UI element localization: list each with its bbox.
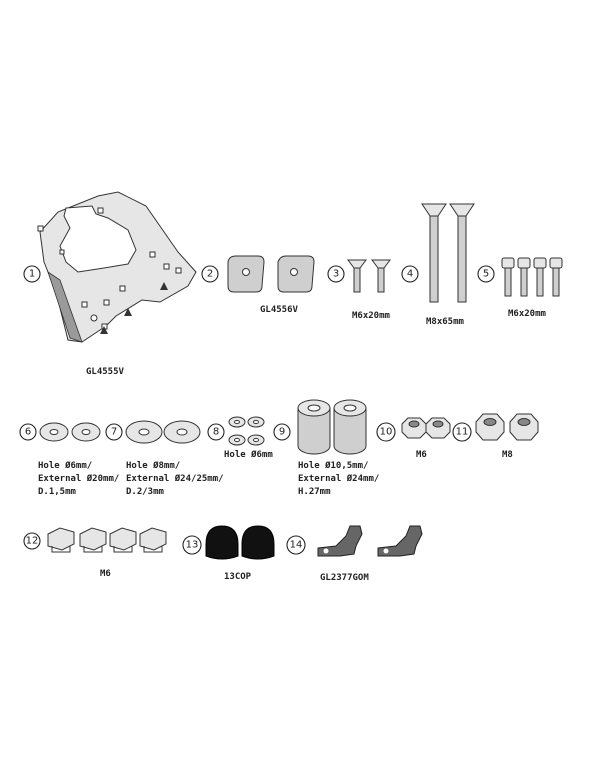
item-13-number: 13 [182, 535, 202, 555]
item-6-label-line-3: D.1,5mm [38, 487, 77, 497]
svg-text:6: 6 [25, 427, 31, 438]
item-3-label: M6x20mm [352, 311, 391, 321]
item-5-label: M6x20mm [508, 309, 547, 319]
item-4-label: M8x65mm [426, 317, 465, 327]
item-6-label-line-2: External Ø20mm/ [38, 473, 119, 484]
svg-text:8: 8 [213, 427, 219, 438]
svg-text:5: 5 [483, 269, 489, 280]
item-12-number: 12 [23, 532, 41, 550]
item-12-label: M6 [100, 569, 111, 579]
svg-text:13: 13 [186, 540, 199, 551]
item-12-cage-nuts [47, 527, 167, 553]
svg-text:7: 7 [111, 427, 117, 438]
item-3-number: 3 [327, 265, 345, 283]
svg-text:3: 3 [333, 269, 339, 280]
item-5-number: 5 [477, 265, 495, 283]
item-9-label-line-3: H.27mm [298, 487, 331, 497]
item-7-label-line-2: External Ø24/25mm/ [126, 473, 224, 484]
item-4-number: 4 [401, 265, 419, 283]
item-4-screws [421, 203, 475, 303]
item-2-number: 2 [201, 265, 219, 283]
item-13-caps [205, 525, 275, 560]
item-11-label: M8 [502, 450, 513, 460]
svg-text:11: 11 [456, 427, 469, 438]
item-1-label: GL4555V [86, 367, 125, 377]
item-8-number: 8 [207, 423, 225, 441]
item-8-washers [228, 416, 265, 446]
item-3-screws [347, 259, 391, 293]
item-7-number: 7 [105, 423, 123, 441]
item-7-label-line-1: Hole Ø8mm/ [126, 460, 180, 471]
svg-text:2: 2 [207, 269, 213, 280]
item-8-label: Hole Ø6mm [224, 449, 273, 460]
item-10-number: 10 [376, 422, 396, 442]
svg-text:12: 12 [26, 536, 39, 547]
item-11-nuts [475, 413, 539, 441]
item-14-brackets [317, 525, 423, 557]
item-2-pads [227, 255, 315, 293]
svg-text:14: 14 [290, 540, 303, 551]
item-13-label: 13COP [224, 572, 252, 582]
item-9-label-line-1: Hole Ø10,5mm/ [298, 460, 368, 471]
item-9-number: 9 [273, 423, 291, 441]
item-6-label-line-1: Hole Ø6mm/ [38, 460, 92, 471]
item-10-nuts [401, 417, 451, 439]
svg-text:10: 10 [380, 427, 393, 438]
svg-text:4: 4 [407, 269, 413, 280]
item-10-label: M6 [416, 450, 427, 460]
svg-text:9: 9 [279, 427, 285, 438]
item-6-number: 6 [19, 423, 37, 441]
item-6-washers [39, 422, 101, 442]
item-7-washers [125, 420, 201, 444]
item-1-plate [37, 191, 197, 343]
item-7-label-line-3: D.2/3mm [126, 487, 165, 497]
item-14-label: GL2377GOM [320, 573, 369, 583]
item-9-spacers [297, 399, 367, 455]
item-9-label-line-2: External Ø24mm/ [298, 473, 379, 484]
item-1-number: 1 [23, 265, 41, 283]
svg-text:1: 1 [29, 269, 35, 280]
item-5-screws [501, 257, 563, 297]
item-14-number: 14 [286, 535, 306, 555]
item-11-number: 11 [452, 422, 472, 442]
item-2-label: GL4556V [260, 305, 299, 315]
